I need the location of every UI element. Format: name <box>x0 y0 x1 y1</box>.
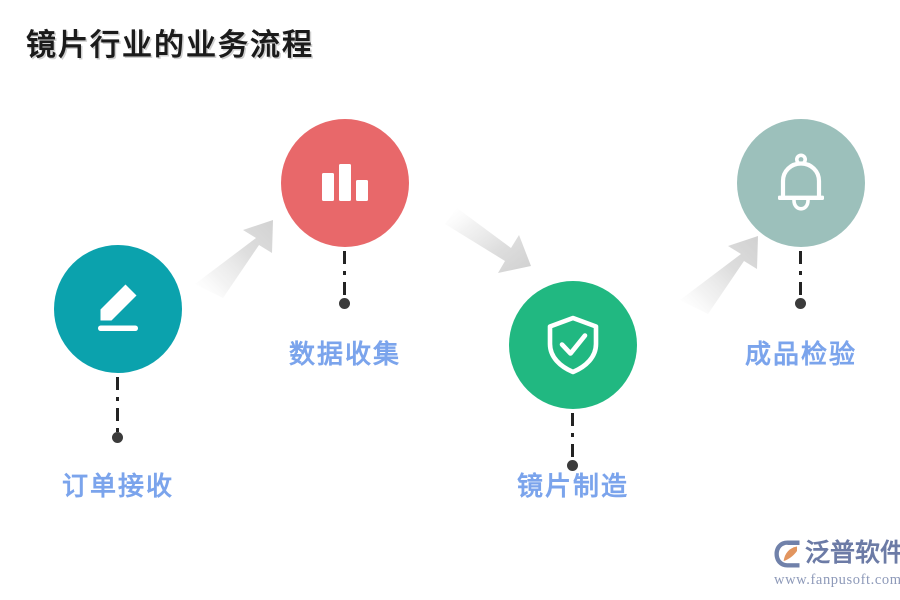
arrow-3 <box>678 228 770 320</box>
step-order-receiving-circle[interactable] <box>54 245 182 373</box>
connector-dot <box>567 460 578 471</box>
arrow-2 <box>443 206 535 298</box>
arrow-1 <box>193 212 285 304</box>
page-title: 镜片行业的业务流程 <box>26 29 314 62</box>
shield-check-icon <box>547 315 599 375</box>
arrow-1-glyph <box>195 220 273 298</box>
step-finished-product-inspection-connector <box>795 251 806 309</box>
step-finished-product-inspection-circle[interactable] <box>737 119 865 247</box>
connector-line <box>799 251 802 305</box>
step-data-collection-connector <box>339 251 350 309</box>
connector-dot <box>112 432 123 443</box>
connector-dot <box>339 298 350 309</box>
step-data-collection-label: 数据收集 <box>288 340 401 369</box>
watermark-url: www.fanpusoft.com <box>774 572 900 588</box>
watermark-logo: 泛普软件 www.fanpusoft.com <box>773 537 900 593</box>
fanpu-logo-icon <box>774 540 800 568</box>
step-data-collection-circle[interactable] <box>281 119 409 247</box>
bar-chart-icon <box>322 164 368 201</box>
connector-line <box>116 377 119 439</box>
arrow-2-glyph <box>445 208 531 273</box>
connector-dot <box>795 298 806 309</box>
watermark-name-row: 泛普软件 <box>773 537 900 571</box>
bell-icon <box>778 153 824 211</box>
connector-line <box>343 251 346 305</box>
step-lens-manufacturing-circle[interactable] <box>509 281 637 409</box>
step-lens-manufacturing-connector <box>567 413 578 471</box>
pencil-edit-icon <box>98 284 138 331</box>
step-finished-product-inspection-label: 成品检验 <box>744 340 857 369</box>
step-lens-manufacturing-label: 镜片制造 <box>516 472 629 501</box>
watermark-brand-name: 泛普软件 <box>805 540 900 567</box>
arrow-3-glyph <box>680 236 758 314</box>
step-order-receiving-connector <box>112 377 123 443</box>
connector-line <box>571 413 574 467</box>
step-order-receiving-label: 订单接收 <box>61 472 174 501</box>
